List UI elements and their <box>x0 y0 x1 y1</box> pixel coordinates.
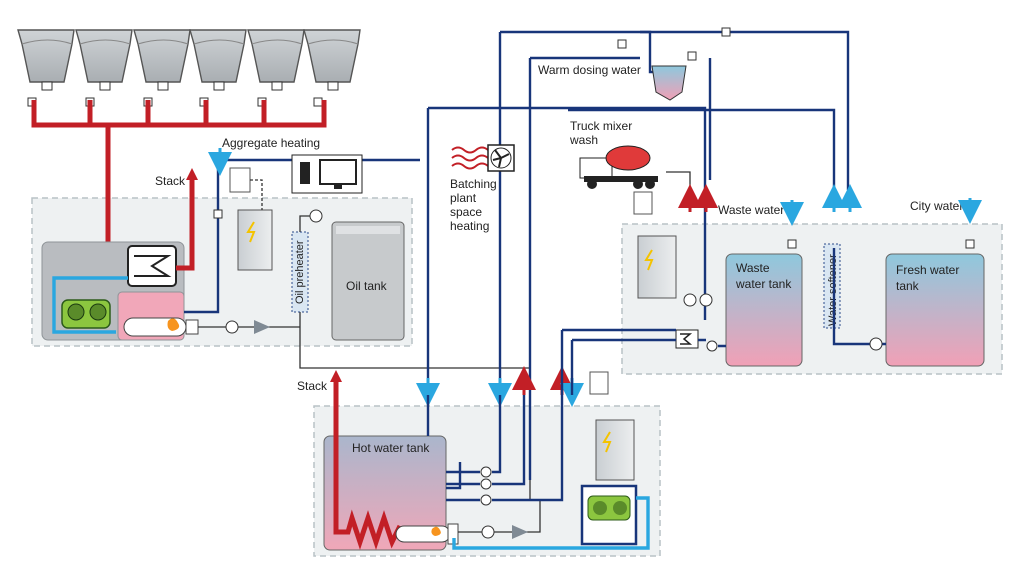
pump-icon <box>480 494 492 506</box>
fresh-water-tank: Fresh water tank <box>885 239 985 367</box>
svg-text:water tank: water tank <box>735 277 792 291</box>
svg-text:Oil preheater: Oil preheater <box>294 240 306 304</box>
dosing-hopper <box>617 27 731 101</box>
control-cabinet-icon <box>229 167 273 271</box>
svg-text:Waste: Waste <box>736 261 770 275</box>
oil-preheater: Oil preheater <box>291 209 531 500</box>
heat-exchanger-icon <box>675 329 699 349</box>
batching-label-2: plant <box>450 191 477 205</box>
svg-text:Fresh water: Fresh water <box>896 263 959 277</box>
stack-pipe-bottom <box>333 380 403 550</box>
batching-label-4: heating <box>450 219 489 233</box>
oil-tank: Oil tank <box>331 221 405 341</box>
pump-icon <box>699 293 713 307</box>
pump-icon <box>580 484 638 546</box>
control-cabinet-icon <box>589 371 635 481</box>
svg-text:Hot water tank: Hot water tank <box>352 441 430 455</box>
oil-pump-icon <box>225 320 239 334</box>
truck-mixer-label-1: Truck mixer <box>570 119 632 133</box>
aggregate-silos <box>17 29 361 107</box>
truck-mixer-icon <box>579 145 658 189</box>
fan-icon <box>487 144 515 172</box>
blue-loop-left <box>52 276 128 334</box>
burner-flame-icon <box>123 317 199 337</box>
burner-flame-icon <box>395 523 459 545</box>
aggregate-heating-label: Aggregate heating <box>222 136 320 150</box>
water-softener: Water softener <box>823 243 841 329</box>
batching-label-1: Batching <box>450 177 497 191</box>
truck-mixer-label-2: wash <box>569 133 598 147</box>
computer-icon <box>291 154 363 194</box>
valve-icon <box>213 209 223 219</box>
control-cabinet-icon <box>633 191 677 299</box>
pump-icon <box>869 337 883 351</box>
svg-text:tank: tank <box>896 279 920 293</box>
pump-icon <box>61 299 111 329</box>
stack-label-top: Stack <box>155 174 186 188</box>
warm-dosing-water-label: Warm dosing water <box>538 63 641 77</box>
oil-tank-label: Oil tank <box>346 279 388 293</box>
blue-loop-bottom <box>452 496 650 550</box>
pump-icon <box>683 293 697 307</box>
stack-label-bottom: Stack <box>297 379 328 393</box>
space-heating-waves <box>451 146 489 170</box>
heat-exchanger-icon <box>127 245 177 287</box>
waste-water-tank: Waste water tank <box>725 239 803 367</box>
pump-icon <box>480 478 492 490</box>
city-water-label: City water <box>910 199 963 213</box>
pump-icon <box>480 466 492 478</box>
stack-pipe-left <box>176 178 195 271</box>
batching-label-3: space <box>450 205 482 219</box>
oil-pump-icon <box>481 525 495 539</box>
waste-water-label: Waste water <box>718 203 784 217</box>
